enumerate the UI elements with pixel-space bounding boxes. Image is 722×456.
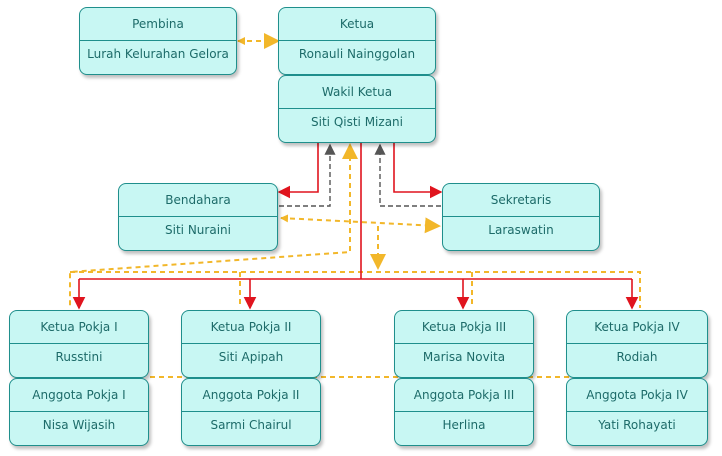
- node-pembina[interactable]: Pembina Lurah Kelurahan Gelora: [79, 7, 237, 75]
- line-wakil-bendahara: [277, 143, 319, 199]
- node-role: Ketua Pokja III: [395, 311, 533, 344]
- node-role: Wakil Ketua: [279, 76, 435, 109]
- node-name: Nisa Wijasih: [42, 418, 116, 432]
- node-sekretaris[interactable]: Sekretaris Laraswatin: [442, 183, 600, 251]
- node-anggota-pokja-4[interactable]: Anggota Pokja IV Yati Rohayati: [566, 378, 708, 446]
- node-ketua[interactable]: Ketua Ronauli Nainggolan: [278, 7, 436, 75]
- node-role: Sekretaris: [443, 184, 599, 217]
- node-wakil-ketua[interactable]: Wakil Ketua Siti Qisti Mizani: [278, 75, 436, 143]
- node-name: Sarmi Chairul: [210, 418, 292, 432]
- node-role: Ketua Pokja I: [10, 311, 148, 344]
- node-name: Russtini: [55, 350, 103, 364]
- node-role: Anggota Pokja III: [395, 379, 533, 412]
- node-name: Siti Qisti Mizani: [311, 115, 403, 129]
- node-name: Siti Apipah: [218, 350, 284, 364]
- line-sekretaris-wakil: [374, 143, 441, 207]
- node-role: Anggota Pokja II: [182, 379, 320, 412]
- node-role: Ketua: [279, 8, 435, 41]
- node-role: Anggota Pokja I: [10, 379, 148, 412]
- node-name: Herlina: [442, 418, 486, 432]
- line-wakil-pokja-bus: [69, 147, 351, 308]
- node-name: Rodiah: [616, 350, 658, 364]
- node-name: Ronauli Nainggolan: [298, 47, 416, 61]
- node-anggota-pokja-1[interactable]: Anggota Pokja I Nisa Wijasih: [9, 378, 149, 446]
- line-bendahara-wakil: [279, 143, 336, 207]
- node-ketua-pokja-2[interactable]: Ketua Pokja II Siti Apipah: [181, 310, 321, 378]
- line-wakil-sekretaris: [393, 143, 443, 199]
- node-name: Laraswatin: [488, 223, 554, 237]
- node-role: Pembina: [80, 8, 236, 41]
- node-name: Siti Nuraini: [165, 223, 231, 237]
- node-name: Marisa Novita: [422, 350, 506, 364]
- node-role: Ketua Pokja IV: [567, 311, 707, 344]
- node-role: Bendahara: [119, 184, 277, 217]
- node-bendahara[interactable]: Bendahara Siti Nuraini: [118, 183, 278, 251]
- node-ketua-pokja-1[interactable]: Ketua Pokja I Russtini: [9, 310, 149, 378]
- node-anggota-pokja-3[interactable]: Anggota Pokja III Herlina: [394, 378, 534, 446]
- node-ketua-pokja-3[interactable]: Ketua Pokja III Marisa Novita: [394, 310, 534, 378]
- node-ketua-pokja-4[interactable]: Ketua Pokja IV Rodiah: [566, 310, 708, 378]
- line-bendahara-sekretaris: [280, 217, 441, 234]
- node-name: Lurah Kelurahan Gelora: [87, 47, 229, 61]
- node-anggota-pokja-2[interactable]: Anggota Pokja II Sarmi Chairul: [181, 378, 321, 446]
- node-role: Ketua Pokja II: [182, 311, 320, 344]
- node-name: Yati Rohayati: [598, 418, 676, 432]
- node-role: Anggota Pokja IV: [567, 379, 707, 412]
